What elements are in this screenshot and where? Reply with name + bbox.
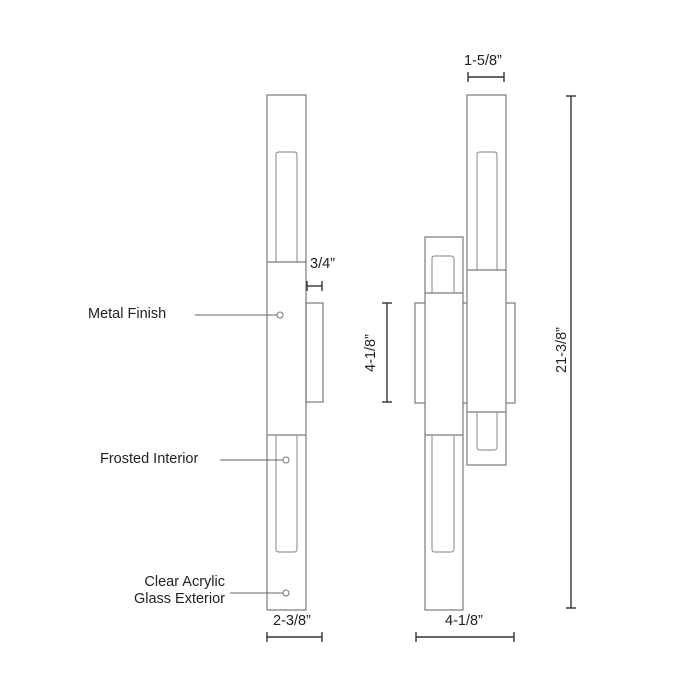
- callout-clear-acrylic: Clear Acrylic Glass Exterior: [120, 574, 225, 608]
- callout-leaders: [195, 311, 290, 597]
- dimension-label-backplate-depth: 3/4”: [310, 256, 335, 272]
- dimension-right-top-width: [467, 72, 505, 82]
- dimension-right-overall-width: [415, 632, 515, 642]
- dimension-label-overall-height: 21-3/8”: [554, 327, 570, 373]
- dimension-left-width: [266, 632, 323, 642]
- dimension-label-right-overall-width: 4-1/8”: [445, 613, 483, 629]
- dimension-backplate-depth: [306, 281, 323, 291]
- dimension-label-right-top-width: 1-5/8”: [464, 53, 502, 69]
- callout-clear-acrylic-line1: Clear Acrylic: [144, 574, 225, 590]
- dimension-label-left-width: 2-3/8”: [273, 613, 311, 629]
- callout-clear-acrylic-line2: Glass Exterior: [133, 591, 225, 607]
- left-side-view: [266, 94, 324, 611]
- right-front-view: [414, 94, 516, 611]
- callout-frosted-interior: Frosted Interior: [100, 451, 199, 467]
- dimension-overall-height: [566, 95, 576, 609]
- callout-metal-finish: Metal Finish: [88, 306, 167, 322]
- dimension-right-backplate-height: [382, 302, 392, 403]
- dimension-label-right-backplate-height: 4-1/8”: [363, 334, 379, 372]
